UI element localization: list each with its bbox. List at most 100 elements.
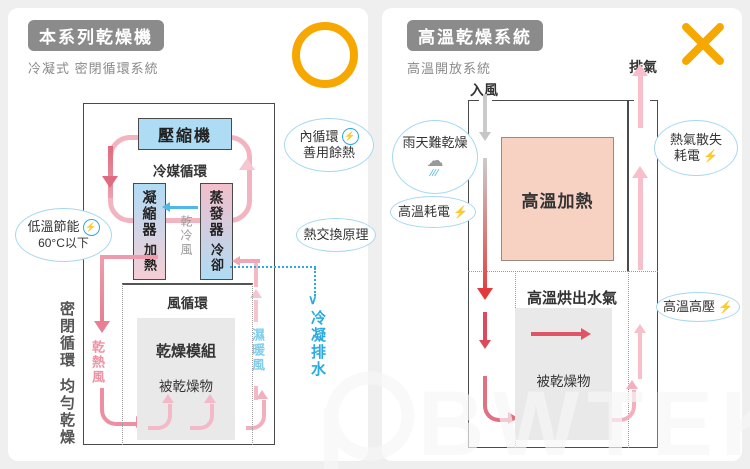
oven-bottom-left-curve: [483, 376, 509, 422]
drying-module-label: 乾燥模組: [155, 343, 216, 360]
drain-dotted-vertical: [314, 268, 316, 296]
exhaust-arrow-shaft: [638, 76, 643, 128]
high-temp-heater-box: 高溫加熱: [501, 137, 614, 261]
compressor-box: 壓縮機: [138, 118, 232, 150]
bubble-inner-loop: 內循環 ⚡ 善用餘熱: [284, 118, 374, 172]
bubble-low-temp-line1: 低溫節能: [27, 219, 80, 235]
exhaust-arrowhead: [632, 64, 648, 76]
intake-arrowhead: [479, 132, 491, 141]
chamber-arrowhead: [581, 328, 591, 340]
horizontal-dotted-divider: [468, 271, 658, 272]
refrigerant-down-arrowhead: [102, 176, 118, 188]
dry-cold-air-arrowhead: [162, 202, 170, 212]
bubble-low-temp-line2: 60°C以下: [38, 236, 89, 250]
bubble-heat-loss: 熱氣散失 耗電 ⚡: [654, 120, 738, 176]
bubble-low-temp: 低溫節能 ⚡ 60°C以下: [15, 208, 112, 262]
dry-hot-air-down-arrowhead: [94, 321, 110, 333]
channel-up-shaft-mid: [638, 178, 643, 270]
energy-saving-icon: ⚡: [82, 219, 100, 236]
air-cycle-label: 風循環: [167, 296, 208, 311]
oven-bottom-right-curve: [608, 390, 636, 422]
module-airflow-curve-2: [190, 404, 214, 430]
drain-arrowhead-icon: ∨: [308, 292, 318, 307]
bubble-inner-loop-line1: 內循環: [299, 128, 339, 144]
oven-bottom-right-arrowhead: [626, 380, 638, 389]
evaporator-box: 蒸發器 冷卻: [200, 183, 233, 280]
right-subtitle: 高溫開放系統: [407, 61, 492, 76]
dry-cold-air-label: 乾冷風: [179, 215, 193, 257]
left-subtitle: 冷凝式 密閉循環系統: [28, 61, 159, 76]
right-title-badge: 高溫乾燥系統: [407, 20, 543, 51]
refrigerant-up-arrowhead: [239, 158, 255, 170]
right-dried-object-label: 被乾燥物: [536, 374, 591, 389]
bubble-high-pressure: 高溫高壓 ⚡: [656, 292, 740, 322]
bubble-heat-exchange: 熱交換原理: [296, 218, 376, 252]
compressor-label: 壓縮機: [157, 128, 212, 145]
exhaust-channel-divider: [627, 100, 629, 271]
hot-air-down-arrowhead: [479, 340, 491, 349]
hot-air-down-shaft: [483, 312, 487, 340]
bubble-high-pressure-label: 高溫高壓: [663, 298, 716, 314]
air-loop-bottom-right-curve: [246, 400, 266, 430]
channel-up-shaft-low: [638, 333, 642, 379]
high-temp-heater-label: 高溫加熱: [521, 191, 594, 211]
module-airflow-arrowhead-1: [162, 394, 174, 403]
evaporator-role-label: 冷卻: [209, 243, 224, 273]
bubble-rainy-day-label: 雨天難乾燥: [402, 135, 468, 151]
air-loop-right-shaft-mid: [254, 300, 258, 322]
closed-loop-note-line1: 密閉循環: [58, 301, 75, 369]
dry-cold-air-arrow-shaft: [170, 206, 198, 209]
bubble-high-power-label: 高溫耗電: [398, 203, 451, 219]
wet-warm-air-up-arrowhead: [250, 289, 262, 298]
dried-object-chamber: 被乾燥物: [515, 308, 612, 440]
closed-loop-note-line2: 均勻乾燥: [58, 378, 75, 446]
air-in-label: 入風: [470, 82, 498, 98]
power-bolt-icon: ⚡: [453, 204, 468, 219]
air-loop-top-right-segment: [240, 259, 260, 263]
intake-arrow-shaft: [483, 94, 487, 132]
chamber-arrow-shaft: [531, 332, 581, 336]
bubble-heat-exchange-label: 熱交換原理: [303, 226, 369, 242]
oven-into-chamber-arrowhead: [508, 412, 518, 424]
bubble-heat-loss-line1: 熱氣散失: [669, 131, 722, 147]
air-into-evaporator-arrowhead: [232, 256, 240, 266]
high-pressure-bolt-icon: ⚡: [718, 299, 733, 314]
module-airflow-arrowhead-2: [204, 394, 216, 403]
condenser-box: 凝縮器 加熱: [133, 183, 166, 280]
air-loop-top-left-segment: [100, 255, 158, 259]
steam-out-label: 高溫烘出水氣: [526, 290, 617, 307]
wet-warm-air-label: 濕暖風: [250, 328, 265, 373]
bubble-heat-loss-line2: 耗電: [674, 148, 701, 163]
channel-up-arrowhead-mid: [632, 166, 648, 178]
heat-loss-bolt-icon: ⚡: [703, 148, 718, 163]
panel-high-temp-dryer: 高溫乾燥系統 高溫開放系統 排氣 入風 高溫加熱: [382, 8, 742, 461]
refrigerant-loop-left-segment: [108, 146, 113, 198]
left-title-badge: 本系列乾燥機: [28, 20, 164, 51]
panel-condensing-dryer: 本系列乾燥機 冷凝式 密閉循環系統 壓縮機 冷媒循環 凝縮器 加熱 蒸發器 冷卻…: [8, 8, 376, 461]
air-loop-right-shaft-top: [254, 263, 258, 287]
left-dried-object-label: 被乾燥物: [159, 379, 213, 394]
condensate-drain-label: 冷凝排水: [309, 310, 326, 378]
air-circulation-box: [122, 283, 253, 445]
rain-drops-icon: ∕∕∕: [430, 167, 439, 179]
refrigerant-cycle-label: 冷媒循環: [153, 164, 207, 179]
bubble-inner-loop-line2: 善用餘熱: [302, 145, 355, 161]
module-airflow-curve-1: [148, 404, 172, 430]
circle-good-mark-icon: [292, 22, 358, 88]
rain-cloud-icon: ☁: [426, 150, 444, 170]
reuse-heat-energy-icon: ⚡: [341, 128, 359, 146]
x-bad-mark-icon: [675, 20, 731, 68]
air-loop-bottom-left-curve: [100, 388, 138, 426]
bubble-high-power: 高溫耗電 ⚡: [390, 196, 476, 228]
channel-up-arrowhead-low: [634, 324, 646, 333]
evaporator-label: 蒸發器: [208, 190, 225, 238]
bubble-rainy-day: 雨天難乾燥 ☁ ∕∕∕: [392, 120, 478, 194]
drain-dotted-horizontal: [230, 266, 316, 268]
condenser-label: 凝縮器: [141, 190, 158, 238]
right-dotted-divider: [628, 271, 629, 448]
dry-hot-air-label: 乾熱風: [90, 340, 105, 385]
air-loop-left-shaft: [100, 259, 104, 321]
heating-gradient-arrowhead: [477, 288, 493, 300]
air-loop-bottom-right-arrowhead: [256, 390, 268, 399]
